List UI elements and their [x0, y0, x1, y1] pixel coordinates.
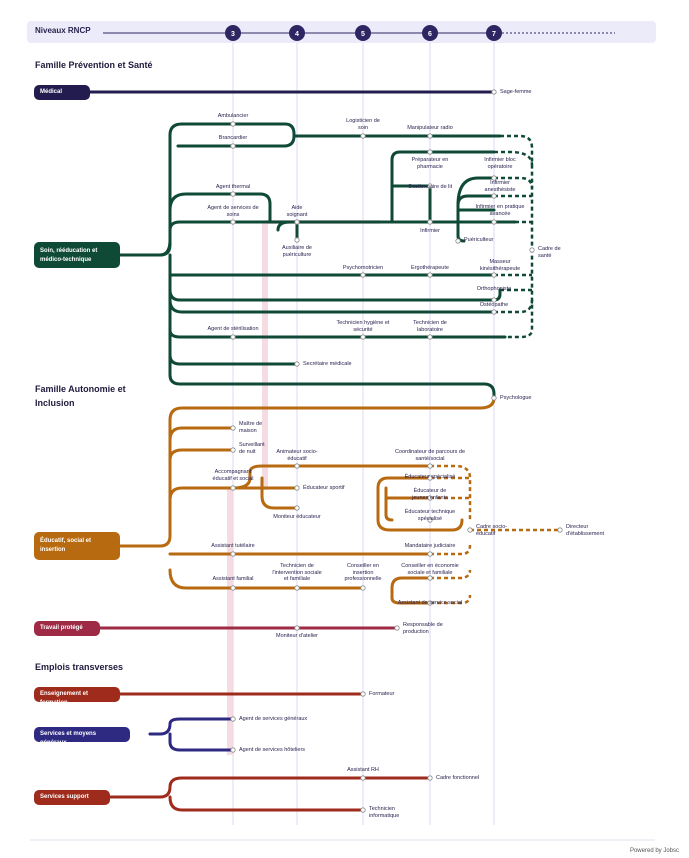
- level-5-marker: [355, 25, 371, 41]
- job-infirmier-pratique-avancee[interactable]: Infirmier en pratique avancée: [475, 204, 525, 217]
- job-assistant-rh[interactable]: Assistant RH: [347, 767, 379, 773]
- line-services-support[interactable]: Services support: [34, 790, 110, 805]
- job-agent-thermal[interactable]: Agent thermal: [215, 184, 251, 190]
- job-secretaire-medicale[interactable]: Secrétaire médicale: [303, 361, 352, 367]
- job-ambulancier[interactable]: Ambulancier: [217, 113, 249, 119]
- job-assistant-service-social[interactable]: Assistant de service social: [397, 600, 463, 606]
- job-orthophoniste[interactable]: Orthophoniste: [476, 286, 512, 292]
- job-cadre-socio-educatif[interactable]: Cadre socio-éducatif: [476, 524, 508, 537]
- level-6-marker: [422, 25, 438, 41]
- job-animateur-socio-educatif[interactable]: Animateur socio-éducatif: [276, 449, 318, 462]
- footer-powered-by: Powered by Jobsc: [629, 848, 679, 854]
- job-technicien-laboratoire[interactable]: Technicien de laboratoire: [413, 320, 447, 333]
- job-directeur-etablissement[interactable]: Directeur d'établissement: [566, 524, 605, 537]
- job-moniteur-educateur[interactable]: Moniteur éducateur: [273, 514, 321, 520]
- level-5-label: 5: [361, 31, 365, 38]
- job-educateur-jeunes-enfants[interactable]: Éducateur de jeunes enfants: [412, 488, 448, 501]
- educatif-lines: [118, 396, 496, 605]
- job-coordinateur-parcours[interactable]: Coordinateur de parcours de santé/social: [394, 449, 465, 462]
- line-medical[interactable]: Médical: [34, 85, 90, 100]
- job-moniteur-atelier[interactable]: Moniteur d'atelier: [275, 633, 319, 639]
- job-assistant-tutelaire[interactable]: Assistant tutélaire: [211, 543, 255, 549]
- level-markers: 3 4 5 6 7: [225, 25, 502, 41]
- job-masseur-kinesitherapeute[interactable]: Masseur kinésithérapeute: [479, 259, 521, 272]
- job-aide-soignant[interactable]: Aide soignant: [286, 205, 308, 218]
- job-agent-services-hoteliers[interactable]: Agent de services hôteliers: [239, 747, 306, 753]
- job-ergotherapeute[interactable]: Ergothérapeute: [411, 265, 449, 271]
- line-soin[interactable]: Soin, rééducation et médico-technique: [34, 242, 120, 268]
- job-agent-services-soins[interactable]: Agent de services de soins: [207, 205, 259, 218]
- rncp-levels-title: Niveaux RNCP: [35, 26, 91, 35]
- level-4-label: 4: [295, 31, 299, 38]
- job-technicien-hygiene[interactable]: Technicien hygiène et sécurité: [336, 320, 390, 333]
- job-conseiller-economie[interactable]: Conseiller en économie sociale et famili…: [401, 563, 459, 576]
- job-formateur[interactable]: Formateur: [369, 691, 395, 697]
- line-educatif[interactable]: Éducatif, social et insertion: [34, 532, 120, 560]
- job-educateur-sportif[interactable]: Éducateur sportif: [303, 485, 345, 491]
- job-psychomotricien[interactable]: Psychomotricien: [342, 265, 384, 271]
- job-agent-services-generaux[interactable]: Agent de services généraux: [239, 716, 308, 722]
- job-infirmier[interactable]: Infirmier: [420, 228, 440, 234]
- job-gestionnaire-lit[interactable]: Gestionnaire de lit: [407, 184, 453, 190]
- level-3-label: 3: [231, 31, 235, 38]
- line-enseignement[interactable]: Enseignement et formation: [34, 687, 120, 706]
- job-psychologue[interactable]: Psychologue: [500, 395, 532, 401]
- line-travail-protege[interactable]: Travail protégé: [34, 621, 100, 636]
- job-osteopathe[interactable]: Ostéopathe: [479, 302, 509, 308]
- job-technicien-informatique[interactable]: Technicien informatique: [369, 806, 400, 819]
- job-educateur-technique[interactable]: Éducateur technique spécialisé: [404, 509, 456, 522]
- job-educateur-specialise[interactable]: Éducateur spécialisé: [404, 474, 456, 480]
- job-accompagnant-educatif[interactable]: Accompagnant éducatif et social: [212, 469, 254, 482]
- job-logisticien-soin[interactable]: Logisticien de soin: [346, 118, 380, 131]
- soin-dashed: [494, 134, 534, 339]
- level-7-label: 7: [492, 31, 496, 38]
- educatif-dashed: [430, 464, 560, 605]
- section-transverses-title: Emplois transverses: [35, 662, 124, 672]
- job-cadre-fonctionnel[interactable]: Cadre fonctionnel: [436, 775, 480, 781]
- level-4-marker: [289, 25, 305, 41]
- job-infirmier-anesthesiste[interactable]: Infirmier anesthésiste: [484, 180, 516, 193]
- job-surveillant-nuit[interactable]: Surveillant de nuit: [239, 442, 265, 455]
- level-guides: [232, 43, 495, 825]
- job-puericulteur[interactable]: Puériculteur: [464, 237, 494, 243]
- job-conseiller-insertion[interactable]: Conseiller en insertion professionnelle: [344, 563, 382, 582]
- job-brancardier[interactable]: Brancardier: [218, 135, 248, 141]
- job-maitre-maison[interactable]: Maître de maison: [239, 421, 263, 434]
- job-agent-sterilisation[interactable]: Agent de stérilisation: [207, 326, 259, 332]
- stations: [230, 89, 563, 813]
- line-services-generaux[interactable]: Services et moyens généraux: [34, 727, 130, 746]
- section-prevention-title: Famille Prévention et Santé: [35, 60, 153, 70]
- job-technicien-intervention[interactable]: Technicien de l'intervention sociale et …: [272, 563, 322, 582]
- job-mandataire-judiciaire[interactable]: Mandataire judiciaire: [404, 543, 456, 549]
- soin-lines: [118, 122, 517, 400]
- level-3-marker: [225, 25, 241, 41]
- job-manipulateur-radio[interactable]: Manipulateur radio: [407, 125, 453, 131]
- job-auxiliaire-puericulture[interactable]: Auxiliaire de puériculture: [282, 245, 312, 258]
- services-generaux-line: [148, 717, 235, 752]
- level-6-label: 6: [428, 31, 432, 38]
- job-responsable-production[interactable]: Responsable de production: [403, 622, 443, 635]
- job-sage-femme[interactable]: Sage-femme: [500, 89, 532, 95]
- job-infirmier-bloc[interactable]: Infirmier bloc opératoire: [484, 157, 516, 170]
- job-cadre-sante[interactable]: Cadre de santé: [538, 246, 561, 259]
- job-preparateur-pharmacie[interactable]: Préparateur en pharmacie: [411, 157, 449, 170]
- level-7-marker: [486, 25, 502, 41]
- job-assistant-familial[interactable]: Assistant familial: [212, 576, 254, 582]
- section-autonomie-title: Famille Autonomie et Inclusion: [35, 384, 126, 408]
- support-line: [108, 776, 432, 812]
